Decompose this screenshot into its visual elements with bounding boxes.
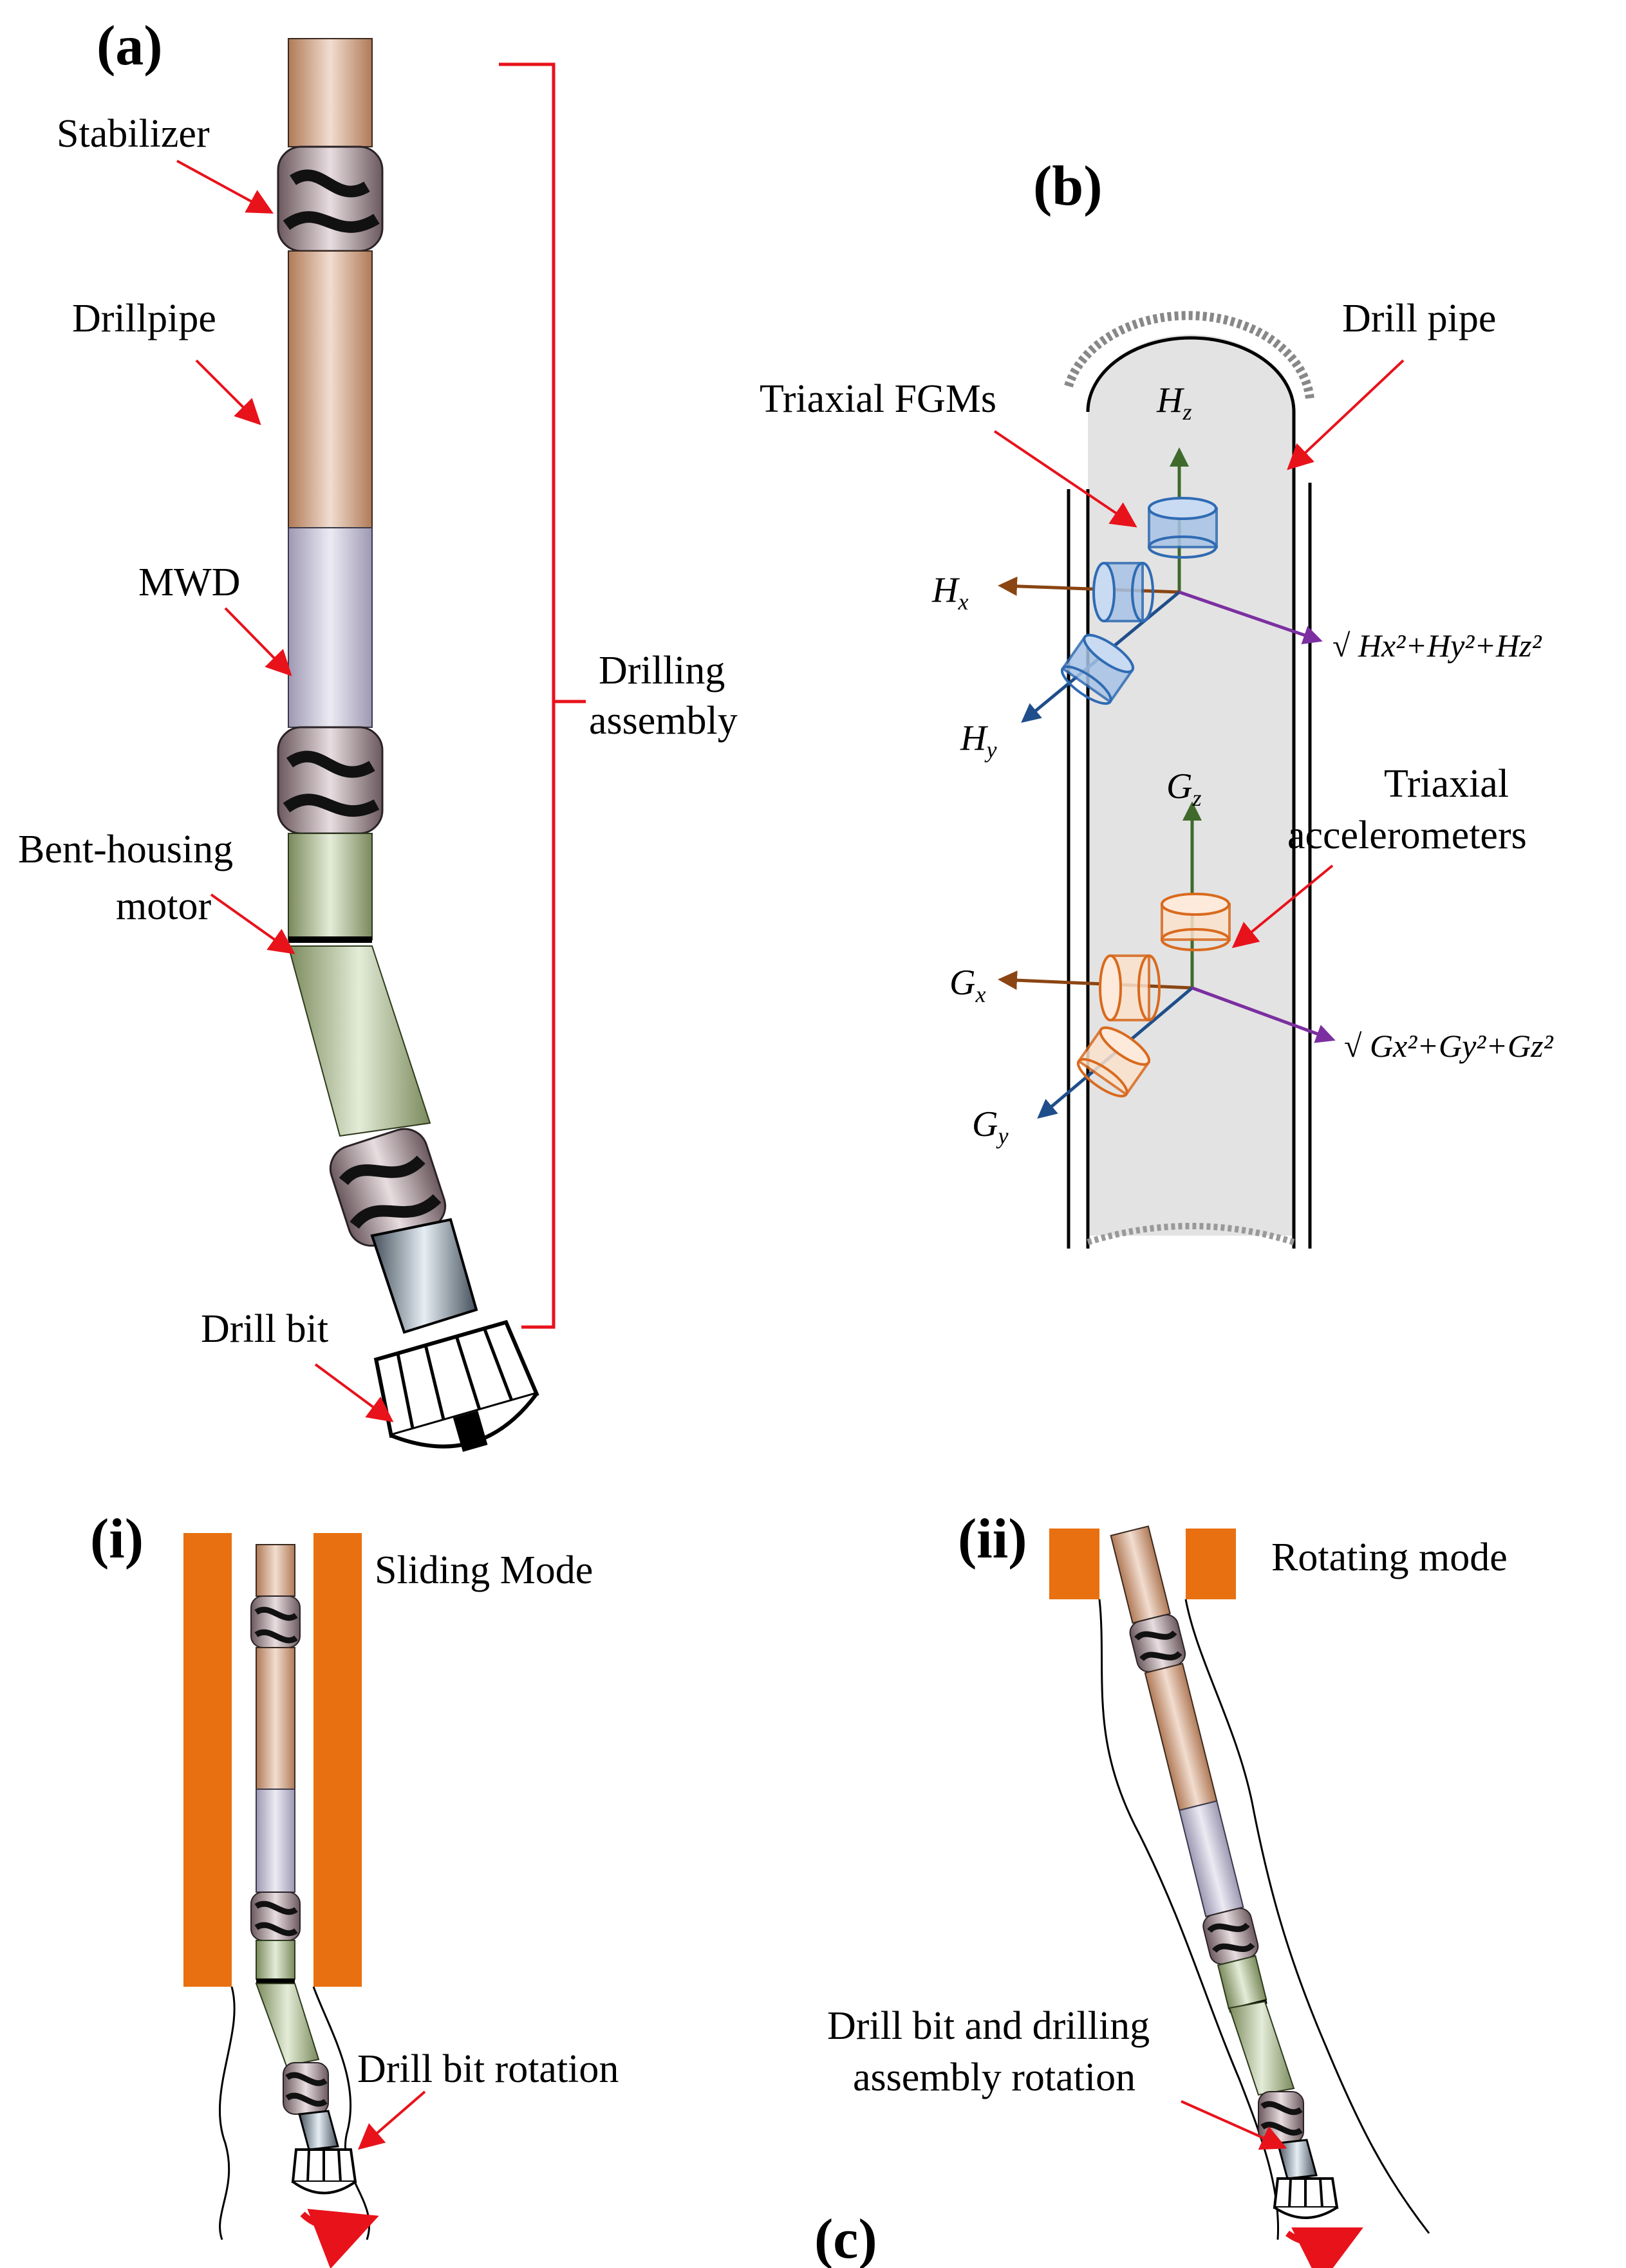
g-total-label: √ Gx²+Gy²+Gz² (1344, 1028, 1554, 1064)
label-drillpipe: Drillpipe (72, 297, 216, 340)
mini-bit-i (291, 2148, 357, 2195)
mini-stabilizer-3-i (283, 2062, 329, 2115)
drill-pipe-top (288, 38, 373, 147)
label-mwd: MWD (138, 561, 240, 604)
panel-label-i: (i) (90, 1508, 144, 1570)
panel-label-a: (a) (97, 15, 163, 77)
h-total-label: √ Hx²+Hy²+Hz² (1332, 627, 1542, 664)
fgm-y-sensor (1060, 633, 1135, 705)
panel-label-c: (c) (814, 2208, 877, 2268)
borehole-right-i (312, 1986, 371, 2240)
pipe-cap (1086, 336, 1296, 413)
mini-motor-upper-i (256, 1940, 295, 1980)
bit-sub (370, 1218, 478, 1334)
motor-upper (288, 833, 373, 940)
gx-label: Gx (949, 963, 986, 1007)
label-assembly: assembly (589, 699, 738, 743)
arrow-drill-bit (314, 1363, 394, 1422)
motor-lower (287, 945, 431, 1137)
hx-axis (998, 576, 1180, 596)
arrow-mwd (224, 607, 292, 676)
label-drill-bit: Drill bit (201, 1307, 328, 1351)
casing-left-ii (1049, 1529, 1099, 1599)
hx-label: Hx (931, 570, 968, 615)
panel-b: (b) (760, 155, 1554, 1249)
mini-motor-lower-i (255, 1983, 320, 2067)
panel-label-b: (b) (1033, 155, 1103, 218)
arrow-assembly-rotation (1181, 2100, 1287, 2150)
label-accelerometers: accelerometers (1287, 813, 1527, 857)
label-bent-housing: Bent-housing (18, 828, 233, 871)
label-motor: motor (116, 884, 211, 928)
casing-right-ii (1186, 1529, 1236, 1599)
label-assembly-rotation-2: assembly rotation (853, 2056, 1135, 2099)
fgm-z-sensor (1148, 497, 1218, 559)
mini-mwd-i (256, 1789, 295, 1893)
mini-sub-i (298, 2110, 339, 2151)
arrow-drill-pipe (1287, 359, 1405, 470)
pipe-cap-outer (1064, 311, 1314, 400)
panel-label-ii: (ii) (958, 1508, 1027, 1570)
accel-y-sensor (1076, 1026, 1151, 1098)
drill-bit (373, 1319, 539, 1452)
arrow-fgms (993, 430, 1137, 528)
g-total-axis (1191, 986, 1336, 1043)
mini-sub-ii (1276, 2139, 1318, 2180)
rotation-arrow-i (300, 2209, 379, 2268)
mini-motor-lower-ii (1228, 2000, 1295, 2096)
stabilizer-top (277, 145, 384, 252)
mini-pipe-top-i (256, 1544, 295, 1597)
arrow-stabilizer (176, 160, 274, 214)
label-drill-bit-rotation: Drill bit rotation (357, 2047, 619, 2091)
assembly-bracket (499, 62, 556, 1329)
casing-left-i (183, 1533, 232, 1987)
arrow-accelerometers (1231, 864, 1334, 949)
label-rotating-mode: Rotating mode (1271, 1536, 1508, 1579)
panel-c-i: (i) Sliding Mode Drill bit rotation (90, 1508, 619, 2268)
h-total-axis (1179, 590, 1323, 645)
label-drill-pipe: Drill pipe (1342, 297, 1496, 340)
stabilizer-bottom (329, 1128, 447, 1247)
borehole-left-ii (1098, 1599, 1280, 2240)
accel-x-sensor (1099, 954, 1161, 1021)
gz-label: Gz (1166, 767, 1201, 811)
mwd-section (288, 527, 373, 728)
label-assembly-rotation-1: Drill bit and drilling (827, 2004, 1150, 2048)
mini-stabilizer-3-ii (1258, 2091, 1304, 2144)
arrow-bit-rotation (357, 2090, 426, 2150)
label-sliding-mode: Sliding Mode (375, 1548, 593, 1592)
panel-c-ii: (ii) Rotating mode Drill bi (827, 1508, 1508, 2268)
mini-drillpipe-i (256, 1647, 295, 1790)
arrow-drillpipe (195, 359, 261, 425)
casing-right-i (313, 1533, 362, 1987)
label-stabilizer: Stabilizer (57, 112, 210, 156)
label-triaxial: Triaxial (1384, 762, 1509, 806)
rotation-arrow-ii (1285, 2227, 1363, 2268)
gy-label: Gy (972, 1104, 1008, 1149)
hz-label: Hz (1156, 380, 1191, 425)
fgm-x-sensor (1092, 562, 1154, 622)
label-triaxial-fgms: Triaxial FGMs (760, 377, 996, 421)
arrow-bent-housing (210, 893, 295, 954)
borehole-right-ii (1184, 1599, 1430, 2234)
hy-label: Hy (960, 718, 996, 763)
panel-a: (a) (18, 15, 738, 1452)
label-drilling: Drilling (599, 649, 725, 692)
borehole-left-i (219, 1986, 236, 2240)
stabilizer-middle (277, 726, 384, 835)
drill-pipe-main (288, 250, 373, 528)
mini-bit-ii (1273, 2177, 1339, 2219)
accel-z-sensor (1161, 893, 1231, 951)
